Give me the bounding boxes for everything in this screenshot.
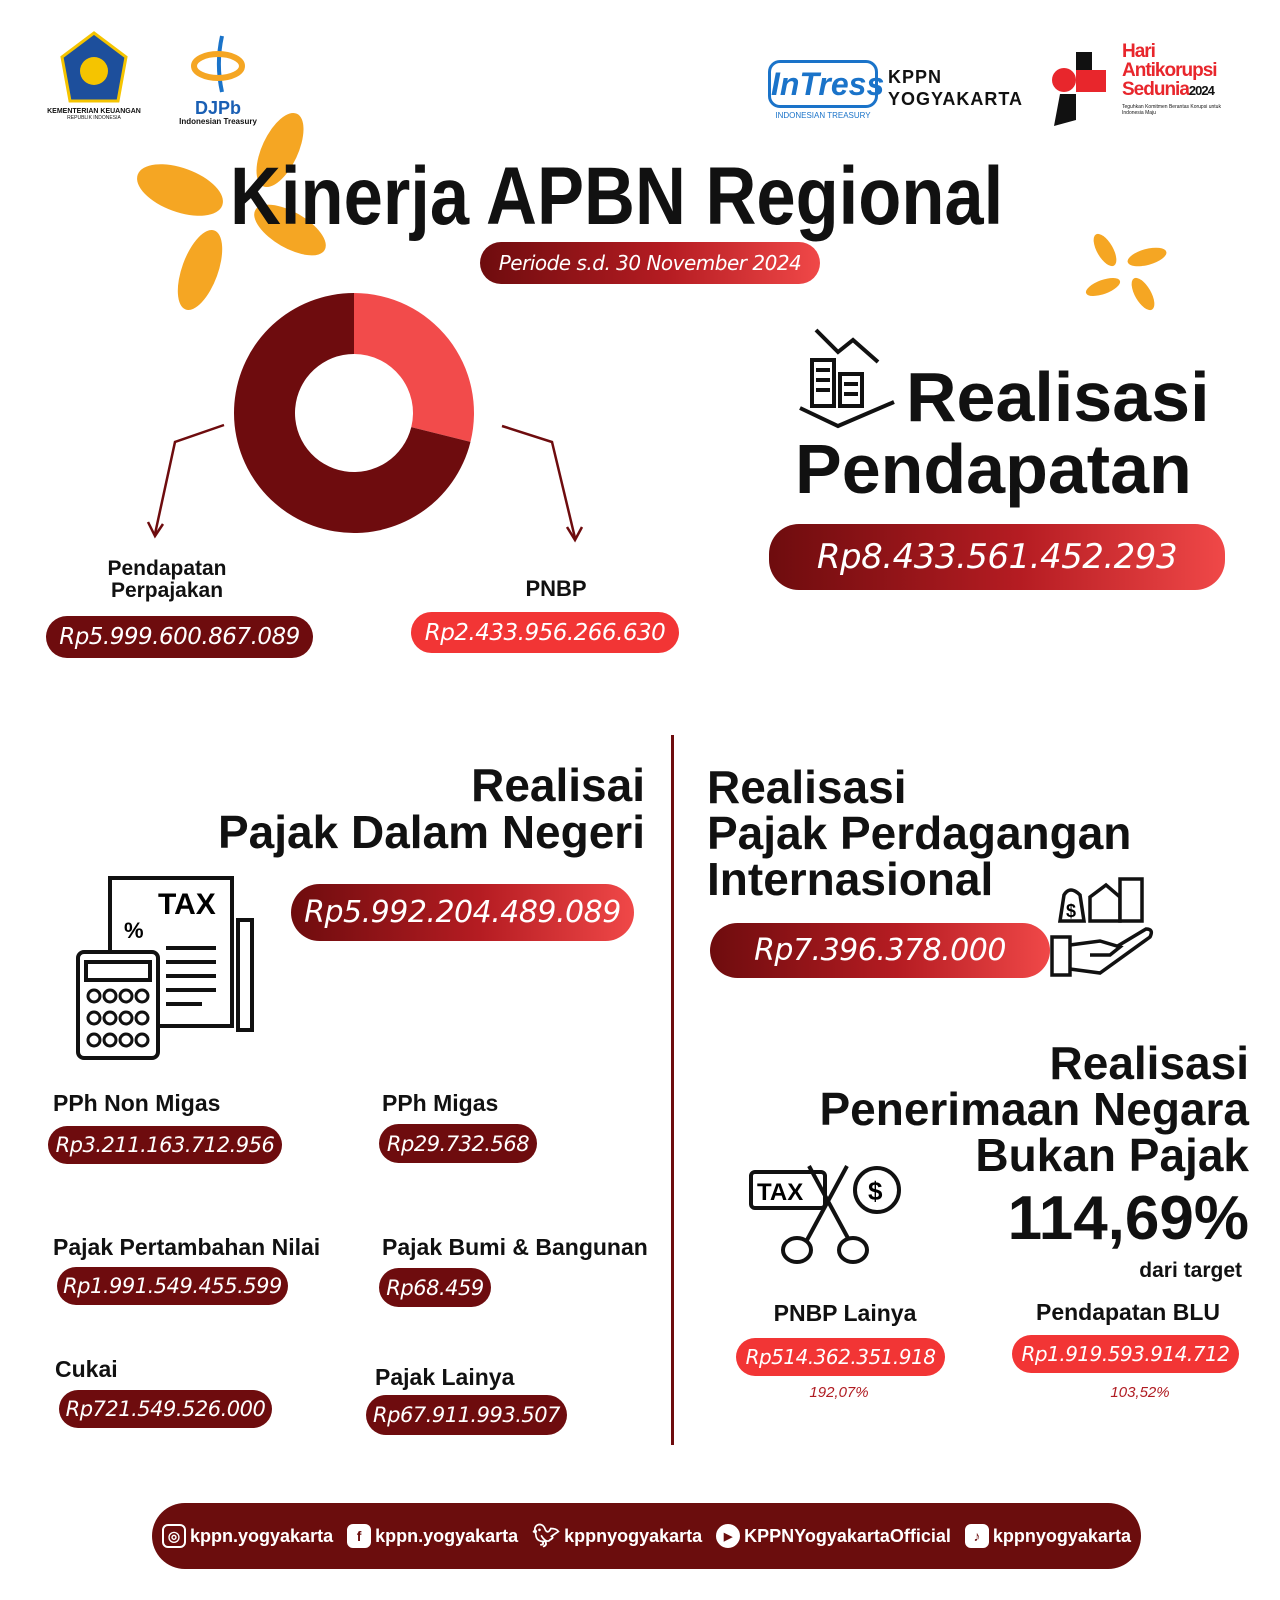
social-handle: KPPNYogyakartaOfficial <box>744 1525 951 1546</box>
hakordia-tagline: Teguhkan Komitmen Berantas Korupsi untuk… <box>1122 104 1221 116</box>
pdn-item-label: Pajak Lainya <box>375 1364 515 1390</box>
pendapatan-title-line2: Pendapatan <box>795 430 1192 508</box>
hakordia-line2: Antikorupsi <box>1122 60 1218 81</box>
pdn-item-label: Cukai <box>55 1356 118 1382</box>
pnbp-item-value: Rp1.919.593.914.712 <box>1012 1335 1239 1373</box>
social-handle: kppn.yogyakarta <box>375 1525 519 1546</box>
youtube-icon: ▶ <box>716 1524 741 1548</box>
djpb-text: DJPb <box>194 98 241 118</box>
social-tiktok[interactable]: ♪kppnyogyakarta <box>964 1524 1131 1548</box>
social-handle: kppn.yogyakarta <box>190 1525 334 1546</box>
pdn-item-value: Rp1.991.549.455.599 <box>57 1267 288 1305</box>
intress-subtext: INDONESIAN TREASURY <box>775 111 871 120</box>
perpajakan-label-line2: Perpajakan <box>110 579 224 602</box>
pnbp-item-percent: 192,07% <box>809 1384 869 1401</box>
ppi-title: Realisasi Pajak Perdagangan Internasiona… <box>707 764 1131 902</box>
ppi-total: Rp7.396.378.000 <box>710 923 1050 978</box>
kemenkeu-logo: KEMENTERIAN KEUANGAN REPUBLIK INDONESIA <box>42 31 146 121</box>
kemenkeu-subtext: REPUBLIK INDONESIA <box>67 115 121 121</box>
hakordia-line3: Sedunia <box>1122 79 1190 100</box>
donut-slice-pendapatan-perpajakan <box>234 293 471 533</box>
pnbp-title-line3: Bukan Pajak <box>975 1129 1249 1181</box>
twitter-icon: 🐦︎ <box>532 1523 561 1548</box>
svg-text:$: $ <box>1066 901 1076 921</box>
social-instagram[interactable]: ◎kppn.yogyakarta <box>162 1524 333 1548</box>
ppi-title-line3: Internasional <box>707 853 994 905</box>
social-youtube[interactable]: ▶KPPNYogyakartaOfficial <box>716 1524 951 1548</box>
tax-icon-text: TAX <box>158 888 216 921</box>
revenue-donut-chart <box>234 293 474 533</box>
revenue-growth-icon <box>799 328 895 429</box>
flower-decoration-left <box>137 112 326 310</box>
flower-decoration-right <box>1085 233 1167 311</box>
pnbp-title: Realisasi Penerimaan Negara Bukan Pajak <box>819 1040 1249 1178</box>
kemenkeu-text: KEMENTERIAN KEUANGAN <box>47 108 141 115</box>
instagram-icon: ◎ <box>162 1524 187 1548</box>
hakordia-line1: Hari <box>1122 41 1156 62</box>
hand-money-property-icon: $ <box>1050 877 1154 977</box>
pdn-item-value: Rp68.459 <box>379 1268 491 1307</box>
social-twitter[interactable]: 🐦︎kppnyogyakarta <box>532 1523 702 1549</box>
kppn-label: KPPN <box>888 67 943 87</box>
pdn-title: Realisai Pajak Dalam Negeri <box>218 762 645 856</box>
pnbp-label: PNBP <box>525 576 587 601</box>
social-handle: kppnyogyakarta <box>992 1525 1131 1546</box>
pendapatan-total: Rp8.433.561.452.293 <box>769 524 1225 590</box>
arrow-right <box>501 424 577 539</box>
pnbp-item-label: PNBP Lainya <box>773 1300 917 1326</box>
pnbp-title-line2: Penerimaan Negara <box>819 1083 1249 1135</box>
kppn-city: YOGYAKARTA <box>888 89 1024 109</box>
pdn-title-line1: Realisai <box>471 759 645 811</box>
donut-slice-pnbp <box>354 293 474 442</box>
donut-arrows <box>146 423 584 543</box>
pnbp-item-label: Pendapatan BLU <box>1035 1299 1221 1325</box>
pnbp-value: Rp2.433.956.266.630 <box>411 612 679 653</box>
pdn-item-label: PPh Non Migas <box>53 1090 221 1116</box>
pnbp-item-value: Rp514.362.351.918 <box>736 1338 945 1376</box>
svg-text:%: % <box>124 918 144 943</box>
pnbp-percent: 114,69% <box>1007 1184 1249 1253</box>
perpajakan-value: Rp5.999.600.867.089 <box>46 616 313 658</box>
ppi-title-line1: Realisasi <box>707 761 907 813</box>
pnbp-percent-caption: dari target <box>1139 1259 1242 1282</box>
pdn-total: Rp5.992.204.489.089 <box>291 884 634 941</box>
section-divider <box>671 735 674 1445</box>
pdn-item-value: Rp3.211.163.712.956 <box>48 1126 282 1164</box>
pdn-title-line2: Pajak Dalam Negeri <box>217 806 645 858</box>
intress-logo: InTress INDONESIAN TREASURY <box>768 60 884 120</box>
tax-calculator-icon: TAX % <box>76 876 254 1060</box>
ppi-title-line2: Pajak Perdagangan <box>707 807 1132 859</box>
tiktok-icon: ♪ <box>964 1524 989 1548</box>
djpb-logo: DJPb Indonesian Treasury <box>176 34 260 126</box>
arrow-left <box>153 423 225 535</box>
page-title: Kinerja APBN Regional <box>230 151 1004 242</box>
pdn-item-value: Rp721.549.526.000 <box>59 1390 272 1428</box>
pendapatan-title-line1: Realisasi <box>906 358 1210 436</box>
tax-scissors-icon: TAX $ <box>749 1165 901 1264</box>
perpajakan-label: Pendapatan Perpajakan <box>107 558 226 602</box>
social-handle: kppnyogyakarta <box>564 1525 703 1546</box>
pdn-item-label: Pajak Bumi & Bangunan <box>382 1234 648 1260</box>
facebook-icon: f <box>347 1524 372 1548</box>
pdn-item-label: Pajak Pertambahan Nilai <box>53 1234 321 1260</box>
period-badge: Periode s.d. 30 November 2024 <box>480 242 820 284</box>
hakordia-year: 2024 <box>1188 83 1215 98</box>
pnbp-item-percent: 103,52% <box>1110 1384 1170 1401</box>
kppn-name: KPPN YOGYAKARTA <box>888 66 1023 110</box>
pnbp-title-line1: Realisasi <box>1049 1037 1249 1089</box>
pdn-item-label: PPh Migas <box>382 1090 499 1116</box>
perpajakan-label-line1: Pendapatan <box>107 557 227 580</box>
intress-text: InTress <box>768 60 884 108</box>
hakordia-logo: Hari Antikorupsi Sedunia2024 Teguhkan Ko… <box>1050 42 1240 127</box>
svg-text:$: $ <box>868 1176 883 1206</box>
pdn-item-value: Rp29.732.568 <box>379 1124 537 1163</box>
pdn-item-value: Rp67.911.993.507 <box>366 1395 567 1435</box>
djpb-subtext: Indonesian Treasury <box>179 117 257 126</box>
scissors-tax-text: TAX <box>757 1179 803 1206</box>
